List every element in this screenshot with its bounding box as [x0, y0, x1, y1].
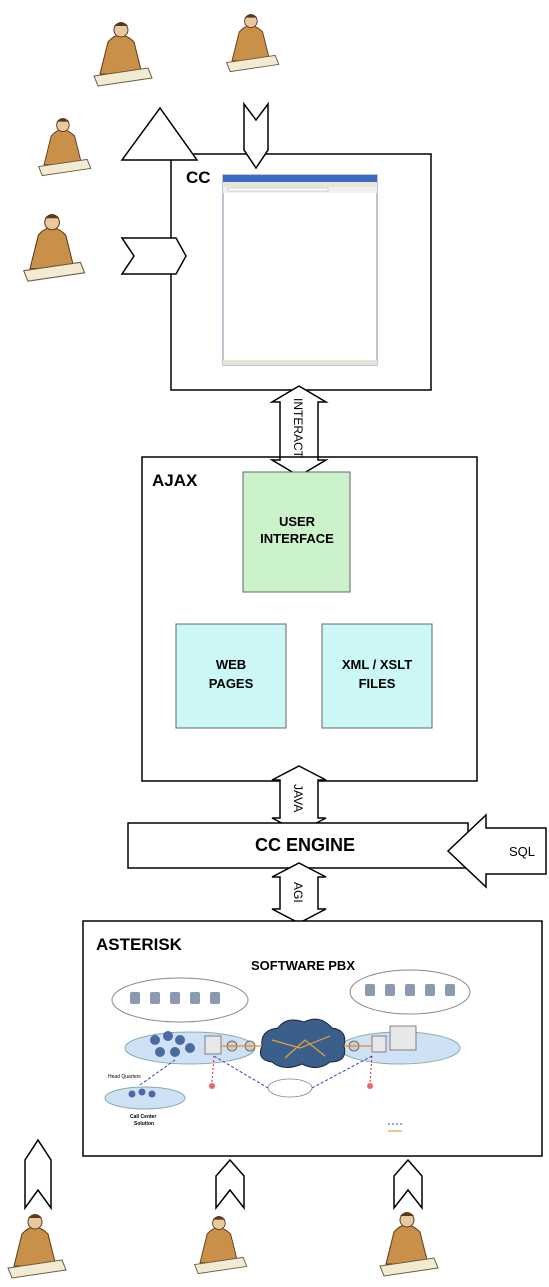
bottom-chevron-left [24, 1138, 52, 1211]
network-topology-icon: Head Quarters Call Center Solution [104, 969, 471, 1132]
person-typing-icon [38, 117, 92, 177]
sql-arrow: SQL [446, 813, 547, 889]
cc-label: CC [186, 168, 211, 187]
sql-label: SQL [509, 844, 535, 859]
person-on-phone-icon [23, 213, 86, 282]
pbx-head-quarters-label: Head Quarters [108, 1074, 141, 1080]
ajax-label: AJAX [152, 471, 198, 490]
person-reading-icon [93, 21, 153, 87]
user-interface-label-1: USER [279, 514, 316, 529]
incoming-arrow-triangle [120, 106, 199, 161]
pbx-call-center-label: Call Center [130, 1114, 156, 1120]
bottom-chevron-center [215, 1158, 245, 1211]
browser-window-icon [222, 174, 378, 366]
person-writing-icon [226, 13, 280, 73]
interact-arrow: INTERACT [269, 385, 329, 477]
xml-xslt-label-1: XML / XSLT [342, 657, 412, 672]
cc-engine-container: CC ENGINE [127, 822, 469, 869]
interact-label: INTERACT [291, 398, 305, 459]
web-pages-label-2: PAGES [209, 676, 254, 691]
agi-label: AGI [291, 882, 305, 903]
ajax-container: AJAX USER INTERFACE WEB PAGES XML / XSLT… [141, 456, 478, 782]
xml-xslt-label-2: FILES [359, 676, 396, 691]
user-interface-box [242, 471, 351, 593]
user-interface-label-2: INTERFACE [260, 531, 334, 546]
person-writing-icon [194, 1215, 248, 1275]
java-label: JAVA [291, 784, 305, 812]
asterisk-container: ASTERISK SOFTWARE PBX [82, 920, 543, 1157]
software-pbx-label: SOFTWARE PBX [251, 958, 355, 973]
xml-xslt-box [321, 623, 433, 729]
agi-arrow: AGI [271, 862, 327, 924]
pbx-solution-label: Solution [134, 1121, 154, 1127]
person-reading-icon [379, 1211, 439, 1277]
cc-container: CC [170, 153, 432, 391]
cc-engine-box [127, 822, 469, 869]
bottom-chevron-right [393, 1158, 423, 1211]
web-pages-label-1: WEB [216, 657, 246, 672]
java-arrow: JAVA [271, 765, 327, 833]
asterisk-label: ASTERISK [96, 935, 183, 954]
incoming-chevron-right [120, 237, 187, 275]
web-pages-box [175, 623, 287, 729]
outgoing-chevron-down [243, 101, 269, 170]
cc-engine-label: CC ENGINE [255, 835, 355, 855]
person-typing-icon [7, 1213, 67, 1279]
